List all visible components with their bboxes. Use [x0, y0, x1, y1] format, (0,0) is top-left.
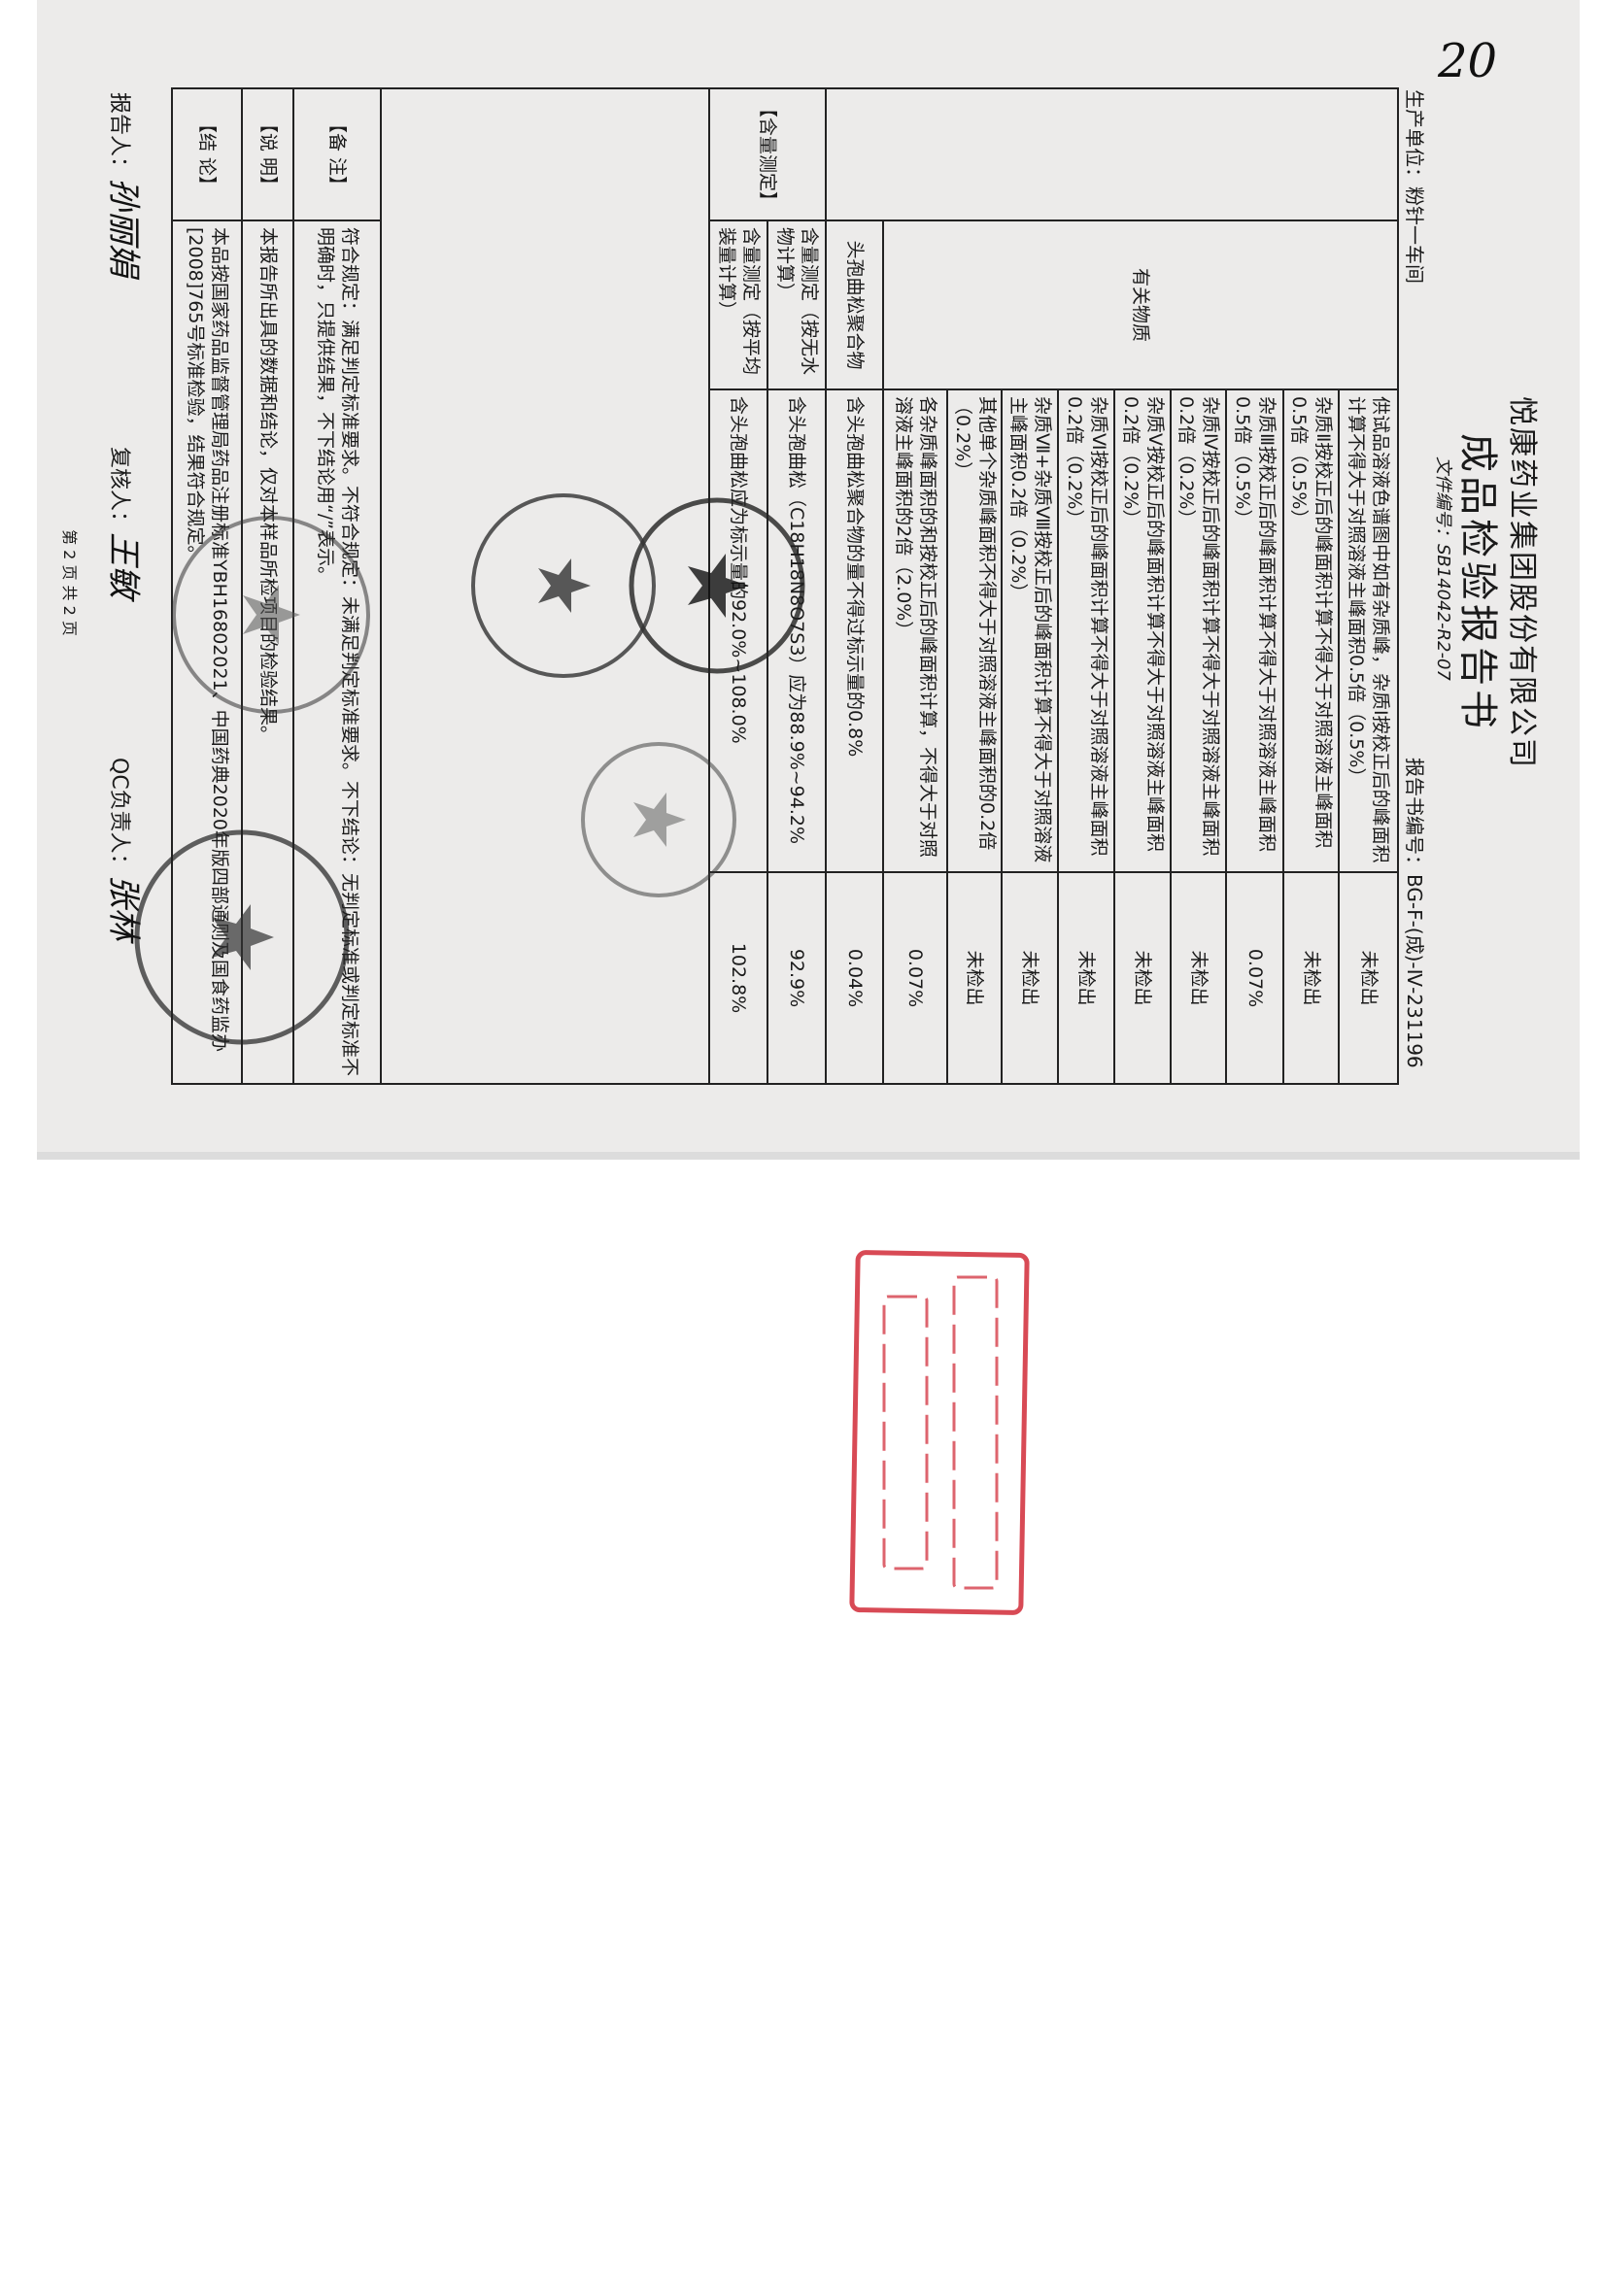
reviewer-name: 王敏	[104, 532, 143, 599]
reviewer-label: 复核人：	[107, 447, 131, 533]
spec-cell: 杂质Ⅲ按校正后的峰面积计算不得大于对照溶液主峰面积0.5倍（0.5%）	[1226, 389, 1283, 872]
stamp-yuekang-1	[172, 516, 370, 714]
qc-label: QC负责人：	[107, 758, 131, 875]
remarks-label: 【备 注】	[293, 88, 381, 220]
spec-cell: 供试品溶液色谱图中如有杂质峰，杂质Ⅰ按校正后的峰面积计算不得大于对照溶液主峰面积…	[1339, 389, 1398, 872]
result-cell: 未检出	[1339, 872, 1398, 1084]
scan-edge	[37, 1152, 1580, 1160]
file-number: 文件编号：SB14042-R2-07	[1433, 456, 1453, 681]
red-quality-stamp	[849, 1250, 1030, 1615]
result-cell: 未检出	[1283, 872, 1339, 1084]
polymer-result: 0.04%	[826, 872, 883, 1084]
report-number: 报告书编号：BG-F-(成)-Ⅳ-231196	[1403, 758, 1426, 1068]
polymer-spec: 含头孢曲松聚合物的量不得过标示量的0.8%	[826, 389, 883, 872]
assay-item: 含量测定（按无水物计算）	[767, 220, 826, 389]
star-icon	[688, 554, 749, 618]
reporter-label: 报告人：	[107, 92, 131, 179]
polymer-item: 头孢曲松聚合物	[826, 220, 883, 389]
spec-cell: 杂质Ⅶ+杂质Ⅷ按校正后的峰面积计算不得大于对照溶液主峰面积0.2倍（0.2%）	[1002, 389, 1058, 872]
result-cell: 未检出	[947, 872, 1002, 1084]
related-substances-label: 有关物质	[883, 220, 1398, 389]
scanned-page-background	[37, 0, 1580, 1156]
star-icon	[212, 904, 274, 970]
conclusion-label: 【结 论】	[172, 88, 242, 220]
result-cell: 未检出	[1114, 872, 1171, 1084]
note-label: 【说 明】	[242, 88, 293, 220]
page-number: 第 2 页 共 2 页	[60, 529, 79, 636]
production-unit: 生产单位：粉针一车间	[1403, 89, 1426, 284]
result-cell: 未检出	[1058, 872, 1114, 1084]
star-icon	[633, 793, 686, 847]
handwritten-number: 20	[1438, 34, 1498, 88]
stamp-yuekang-2	[134, 829, 350, 1045]
stamp-quality	[581, 742, 736, 897]
spec-cell: 各杂质峰面积的和按校正后的峰面积计算，不得大于对照溶液主峰面积的2倍（2.0%）	[883, 389, 947, 872]
spec-cell: 杂质Ⅵ按校正后的峰面积计算不得大于对照溶液主峰面积0.2倍（0.2%）	[1058, 389, 1114, 872]
reporter-name: 孙丽娟	[104, 178, 143, 278]
star-icon	[538, 558, 591, 613]
reporter-signature: 报告人：孙丽娟	[103, 92, 151, 277]
stamp-kangyuan	[629, 497, 805, 674]
blank-cell	[826, 88, 1398, 220]
stamp-renhe	[471, 493, 656, 678]
result-cell: 0.07%	[1226, 872, 1283, 1084]
result-cell: 未检出	[1171, 872, 1226, 1084]
spec-cell: 杂质Ⅳ按校正后的峰面积计算不得大于对照溶液主峰面积0.2倍（0.2%）	[1171, 389, 1226, 872]
spec-cell: 杂质Ⅴ按校正后的峰面积计算不得大于对照溶液主峰面积0.2倍（0.2%）	[1114, 389, 1171, 872]
assay-result: 92.9%	[767, 872, 826, 1084]
result-cell: 0.07%	[883, 872, 947, 1084]
assay-result: 102.8%	[709, 872, 767, 1084]
spec-cell: 其他单个杂质峰面积不得大于对照溶液主峰面积的0.2倍（0.2%）	[947, 389, 1002, 872]
spec-cell: 杂质Ⅱ按校正后的峰面积计算不得大于对照溶液主峰面积0.5倍（0.5%）	[1283, 389, 1339, 872]
report-title: 成品检验报告书	[1455, 433, 1500, 732]
company-name: 悦康药业集团股份有限公司	[1505, 396, 1539, 769]
assay-item: 含量测定（按平均装量计算）	[709, 220, 767, 389]
assay-label: 【含量测定】	[709, 88, 826, 220]
reviewer-signature: 复核人：王敏	[103, 447, 151, 598]
star-icon	[243, 585, 300, 645]
result-cell: 未检出	[1002, 872, 1058, 1084]
